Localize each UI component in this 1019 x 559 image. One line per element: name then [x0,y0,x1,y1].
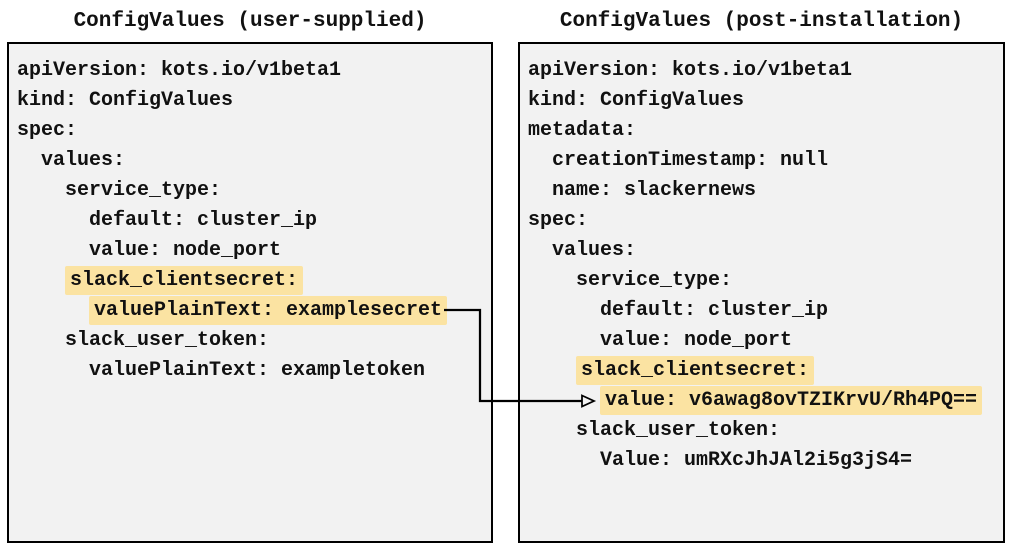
yaml-line: kind: ConfigValues [528,86,1003,116]
yaml-text: value: node_port [89,239,282,262]
yaml-line: Value: umRXcJhJAl2i5g3jS4= [528,446,1003,476]
yaml-text: Value: umRXcJhJAl2i5g3jS4= [600,449,913,472]
yaml-code-post-installation: apiVersion: kots.io/v1beta1 kind: Config… [520,44,1003,476]
yaml-line: slack_clientsecret: [528,356,1003,386]
yaml-line: valuePlainText: exampletoken [17,356,491,386]
highlighted-text: slack_clientsecret: [65,266,304,295]
yaml-line: value: node_port [528,326,1003,356]
panel-title-post-installation: ConfigValues (post-installation) [559,10,964,33]
yaml-text: service_type: [65,179,222,202]
yaml-text: apiVersion: kots.io/v1beta1 [528,59,853,82]
yaml-text: apiVersion: kots.io/v1beta1 [17,59,342,82]
yaml-text: valuePlainText: exampletoken [89,359,426,382]
yaml-line: values: [17,146,491,176]
yaml-line: kind: ConfigValues [17,86,491,116]
yaml-text: spec: [17,119,78,142]
yaml-line: spec: [17,116,491,146]
yaml-text: slack_user_token: [65,329,270,352]
yaml-line: creationTimestamp: null [528,146,1003,176]
yaml-line: service_type: [528,266,1003,296]
config-panel-post-installation: apiVersion: kots.io/v1beta1 kind: Config… [518,42,1005,543]
yaml-text: default: cluster_ip [600,299,829,322]
yaml-code-user-supplied: apiVersion: kots.io/v1beta1 kind: Config… [9,44,491,386]
yaml-text: default: cluster_ip [89,209,318,232]
yaml-line: apiVersion: kots.io/v1beta1 [528,56,1003,86]
yaml-line: default: cluster_ip [17,206,491,236]
yaml-line: slack_user_token: [17,326,491,356]
yaml-text: kind: ConfigValues [17,89,234,112]
yaml-text: spec: [528,209,589,232]
highlighted-text: slack_clientsecret: [576,356,815,385]
panel-title-user-supplied: ConfigValues (user-supplied) [73,10,427,33]
yaml-line: value: v6awag8ovTZIKrvU/Rh4PQ== [528,386,1003,416]
config-panel-user-supplied: apiVersion: kots.io/v1beta1 kind: Config… [7,42,493,543]
yaml-line: spec: [528,206,1003,236]
yaml-text: values: [552,239,637,262]
yaml-line: valuePlainText: examplesecret [17,296,491,326]
yaml-line: metadata: [528,116,1003,146]
yaml-line: name: slackernews [528,176,1003,206]
yaml-line: default: cluster_ip [528,296,1003,326]
yaml-line: values: [528,236,1003,266]
yaml-text: metadata: [528,119,637,142]
yaml-line: slack_user_token: [528,416,1003,446]
yaml-line: value: node_port [17,236,491,266]
yaml-line: apiVersion: kots.io/v1beta1 [17,56,491,86]
yaml-text: values: [41,149,126,172]
yaml-text: name: slackernews [552,179,757,202]
yaml-line: service_type: [17,176,491,206]
yaml-line: slack_clientsecret: [17,266,491,296]
yaml-text: slack_user_token: [576,419,781,442]
yaml-text: value: node_port [600,329,793,352]
yaml-text: kind: ConfigValues [528,89,745,112]
yaml-text: creationTimestamp: null [552,149,829,172]
highlighted-text: valuePlainText: examplesecret [89,296,448,325]
highlighted-text: value: v6awag8ovTZIKrvU/Rh4PQ== [600,386,983,415]
yaml-text: service_type: [576,269,733,292]
